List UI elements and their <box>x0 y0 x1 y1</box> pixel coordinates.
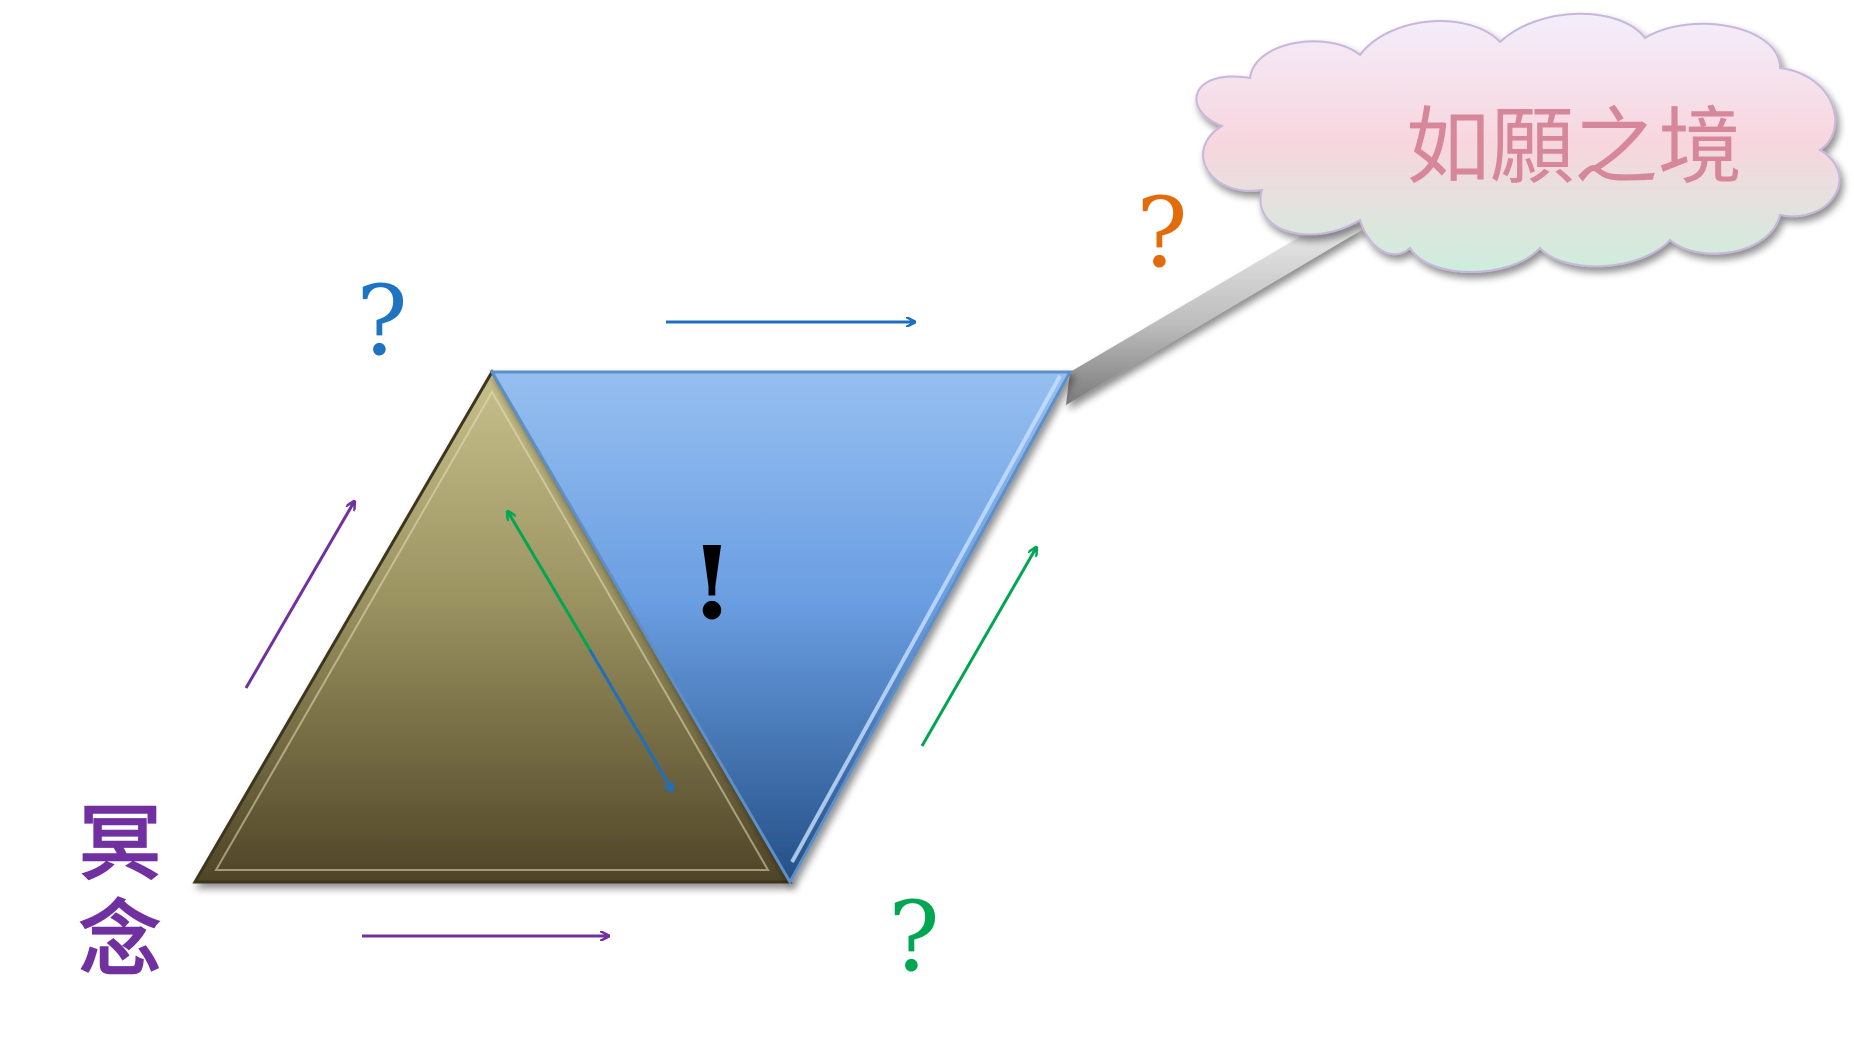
question-mark-left: ? <box>356 265 407 377</box>
side-label-line2: 念 <box>79 892 161 988</box>
arrow-right-up-green <box>920 548 1036 747</box>
connector-beam <box>1066 225 1370 405</box>
exclamation-center: ! <box>690 524 734 642</box>
blue-triangle <box>489 370 1073 886</box>
arrow-left-up-purple <box>244 502 354 689</box>
double-arrow-shared-edge <box>508 512 672 790</box>
question-mark-top-right: ? <box>1136 177 1187 289</box>
question-mark-bottom: ? <box>888 881 939 993</box>
side-label-line1: 冥 <box>79 796 161 892</box>
cloud-label: 如願之境 <box>1406 98 1742 196</box>
wish-cloud <box>1195 12 1841 273</box>
